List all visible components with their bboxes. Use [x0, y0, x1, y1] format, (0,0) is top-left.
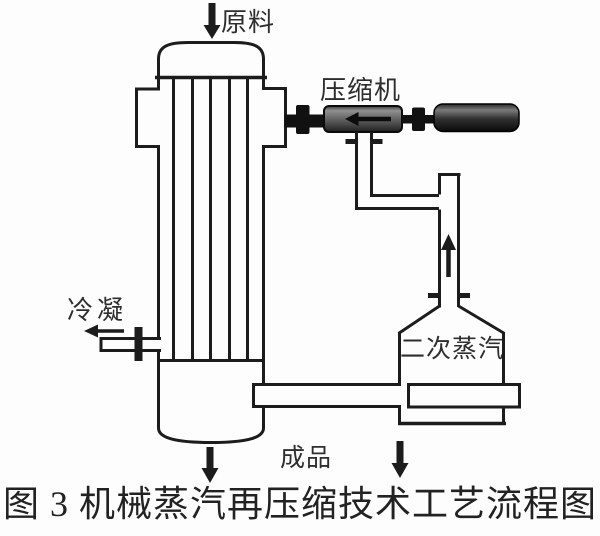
product-label: 成品	[280, 445, 333, 472]
secondary-steam-label: 二次蒸汽	[399, 336, 504, 363]
evaporator-dome	[157, 41, 265, 78]
separator-hood	[457, 304, 506, 335]
figure-caption: 图 3 机械蒸汽再压缩技术工艺流程图	[2, 484, 597, 524]
compressor-left-coupling	[296, 105, 310, 134]
compressor-flow-arrow-icon	[345, 112, 391, 126]
heating-tubes	[172, 79, 249, 359]
motor-body	[433, 103, 520, 133]
motor-coupling	[412, 107, 425, 131]
separator-outlet-arrow-icon	[391, 441, 409, 478]
evaporator-shell	[135, 77, 287, 445]
separator-hood	[397, 304, 441, 335]
condensate-arrow-icon	[84, 324, 124, 338]
separator-vessel	[397, 304, 506, 426]
line-art	[84, 3, 521, 483]
product-arrow-icon	[201, 447, 219, 483]
suction-pipe	[345, 132, 439, 210]
transfer-pipe	[252, 383, 401, 408]
riser-flow-arrow-icon	[441, 234, 456, 277]
feed-label: 原料	[221, 8, 276, 37]
compressor-label: 压缩机	[320, 76, 402, 105]
riser-pipe	[428, 173, 470, 308]
separator-distributor	[407, 383, 521, 409]
condensate-flange	[134, 327, 143, 361]
condensate-nozzle	[99, 337, 161, 352]
feed-arrow-icon	[203, 3, 221, 39]
condensate-label: 冷凝	[67, 296, 128, 325]
compressor-assembly	[284, 103, 520, 134]
